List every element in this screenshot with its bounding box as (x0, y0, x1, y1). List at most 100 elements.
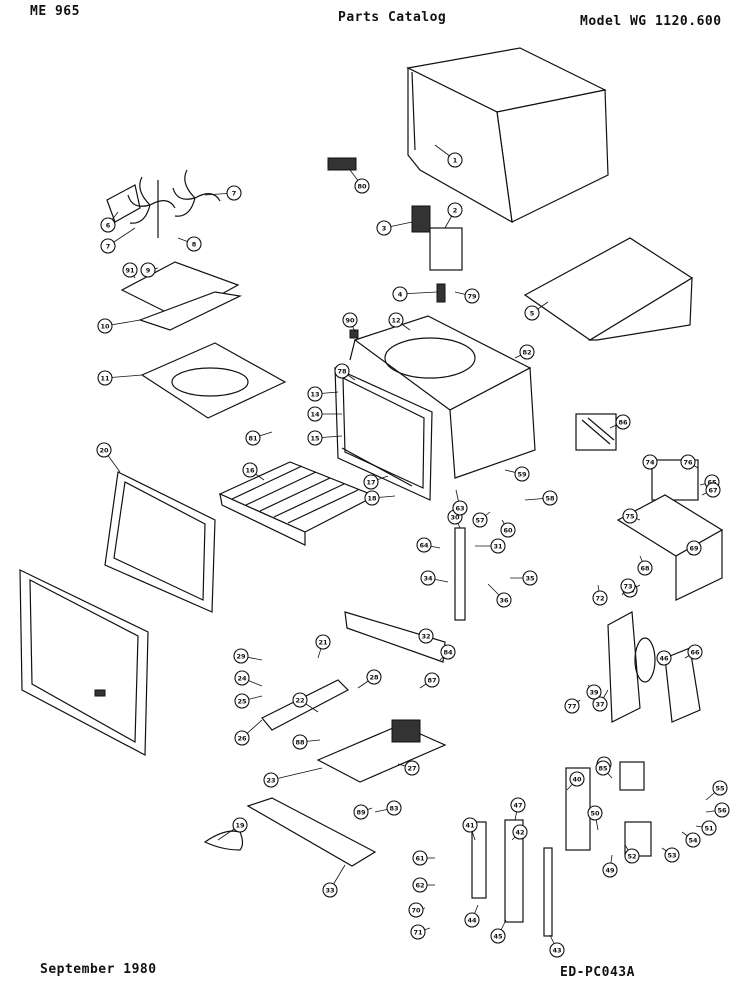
callout-22: 22 (292, 692, 308, 708)
callout-circle (642, 454, 658, 470)
relay (619, 761, 645, 791)
door-hinge (454, 527, 466, 621)
callout-circle (412, 877, 428, 893)
callout-number: 21 (318, 638, 328, 646)
callout-17: 17 (363, 474, 379, 490)
callout-circle (418, 628, 434, 644)
callout-18: 18 (364, 490, 380, 506)
callout-circle (307, 406, 323, 422)
callout-circle (408, 902, 424, 918)
callout-number: 73 (623, 582, 632, 590)
callout-82: 82 (519, 344, 535, 360)
callout-59: 59 (514, 466, 530, 482)
callout-42: 42 (512, 824, 528, 840)
callout-number: 55 (715, 784, 725, 792)
callout-number: 23 (266, 776, 275, 784)
document-code: ME 965 (30, 4, 80, 19)
callout-number: 9 (146, 266, 151, 274)
diagram-parts (19, 47, 724, 937)
callout-circle (512, 824, 528, 840)
callout-number: 20 (99, 446, 109, 454)
callout-number: 27 (407, 764, 416, 772)
callout-7: 7 (100, 238, 116, 254)
callout-labels: 1234567789101112131415161718192021222324… (96, 152, 730, 958)
callout-49: 49 (602, 862, 618, 878)
callout-number: 37 (595, 700, 604, 708)
callout-number: 45 (493, 932, 503, 940)
callout-number: 47 (513, 801, 522, 809)
callout-circle (388, 312, 404, 328)
callout-circle (404, 760, 420, 776)
callout-circle (472, 512, 488, 528)
callout-circle (564, 698, 580, 714)
callout-number: 82 (522, 348, 531, 356)
callout-circle (447, 202, 463, 218)
callout-number: 34 (423, 574, 433, 582)
callout-circle (242, 462, 258, 478)
callout-61: 61 (412, 850, 428, 866)
callout-number: 72 (595, 594, 604, 602)
callout-43: 43 (549, 942, 565, 958)
callout-number: 66 (690, 648, 700, 656)
callout-number: 3 (382, 224, 387, 232)
callout-number: 5 (530, 309, 535, 317)
callout-number: 57 (475, 516, 484, 524)
callout-circle (510, 797, 526, 813)
callout-number: 88 (295, 738, 305, 746)
callout-number: 83 (389, 804, 398, 812)
bottom-plate (246, 797, 377, 867)
callout-number: 89 (356, 808, 366, 816)
callout-36: 36 (496, 592, 512, 608)
callout-33: 33 (322, 882, 338, 898)
callout-number: 50 (590, 809, 600, 817)
callout-number: 22 (295, 696, 304, 704)
callout-55: 55 (712, 780, 728, 796)
callout-10: 10 (97, 318, 113, 334)
callout-23: 23 (263, 772, 279, 788)
callout-number: 26 (237, 734, 247, 742)
callout-circle (232, 817, 248, 833)
callout-circle (342, 312, 358, 328)
callout-number: 8 (192, 240, 197, 248)
callout-87: 87 (424, 672, 440, 688)
callout-circle (354, 178, 370, 194)
callout-number: 90 (345, 316, 355, 324)
callout-circle (592, 696, 608, 712)
callout-number: 18 (367, 494, 377, 502)
callout-90: 90 (342, 312, 358, 328)
callout-circle (420, 570, 436, 586)
callout-circle (712, 780, 728, 796)
callout-77: 77 (564, 698, 580, 714)
callout-number: 61 (415, 854, 425, 862)
callout-circle (140, 262, 156, 278)
callout-circle (701, 820, 717, 836)
callout-circle (292, 692, 308, 708)
callout-circle (363, 474, 379, 490)
callout-8: 8 (186, 236, 202, 252)
callout-circle (620, 578, 636, 594)
callout-circle (315, 634, 331, 650)
callout-number: 79 (467, 292, 477, 300)
callout-91: 91 (122, 262, 138, 278)
oven-shelf (218, 461, 377, 546)
callout-5: 5 (524, 305, 540, 321)
callout-circle (234, 730, 250, 746)
callout-12: 12 (388, 312, 404, 328)
callout-circle (714, 802, 730, 818)
callout-number: 28 (369, 673, 379, 681)
latch-block (327, 157, 357, 171)
capacitor (391, 719, 421, 743)
callout-circle (233, 648, 249, 664)
callout-14: 14 (307, 406, 323, 422)
callout-34: 34 (420, 570, 436, 586)
callout-58: 58 (542, 490, 558, 506)
callout-20: 20 (96, 442, 112, 458)
callout-number: 85 (598, 764, 608, 772)
callout-83: 83 (386, 800, 402, 816)
callout-number: 53 (667, 851, 676, 859)
callout-88: 88 (292, 734, 308, 750)
callout-32: 32 (418, 628, 434, 644)
callout-circle (592, 590, 608, 606)
callout-46: 46 (656, 650, 672, 666)
callout-circle (664, 847, 680, 863)
